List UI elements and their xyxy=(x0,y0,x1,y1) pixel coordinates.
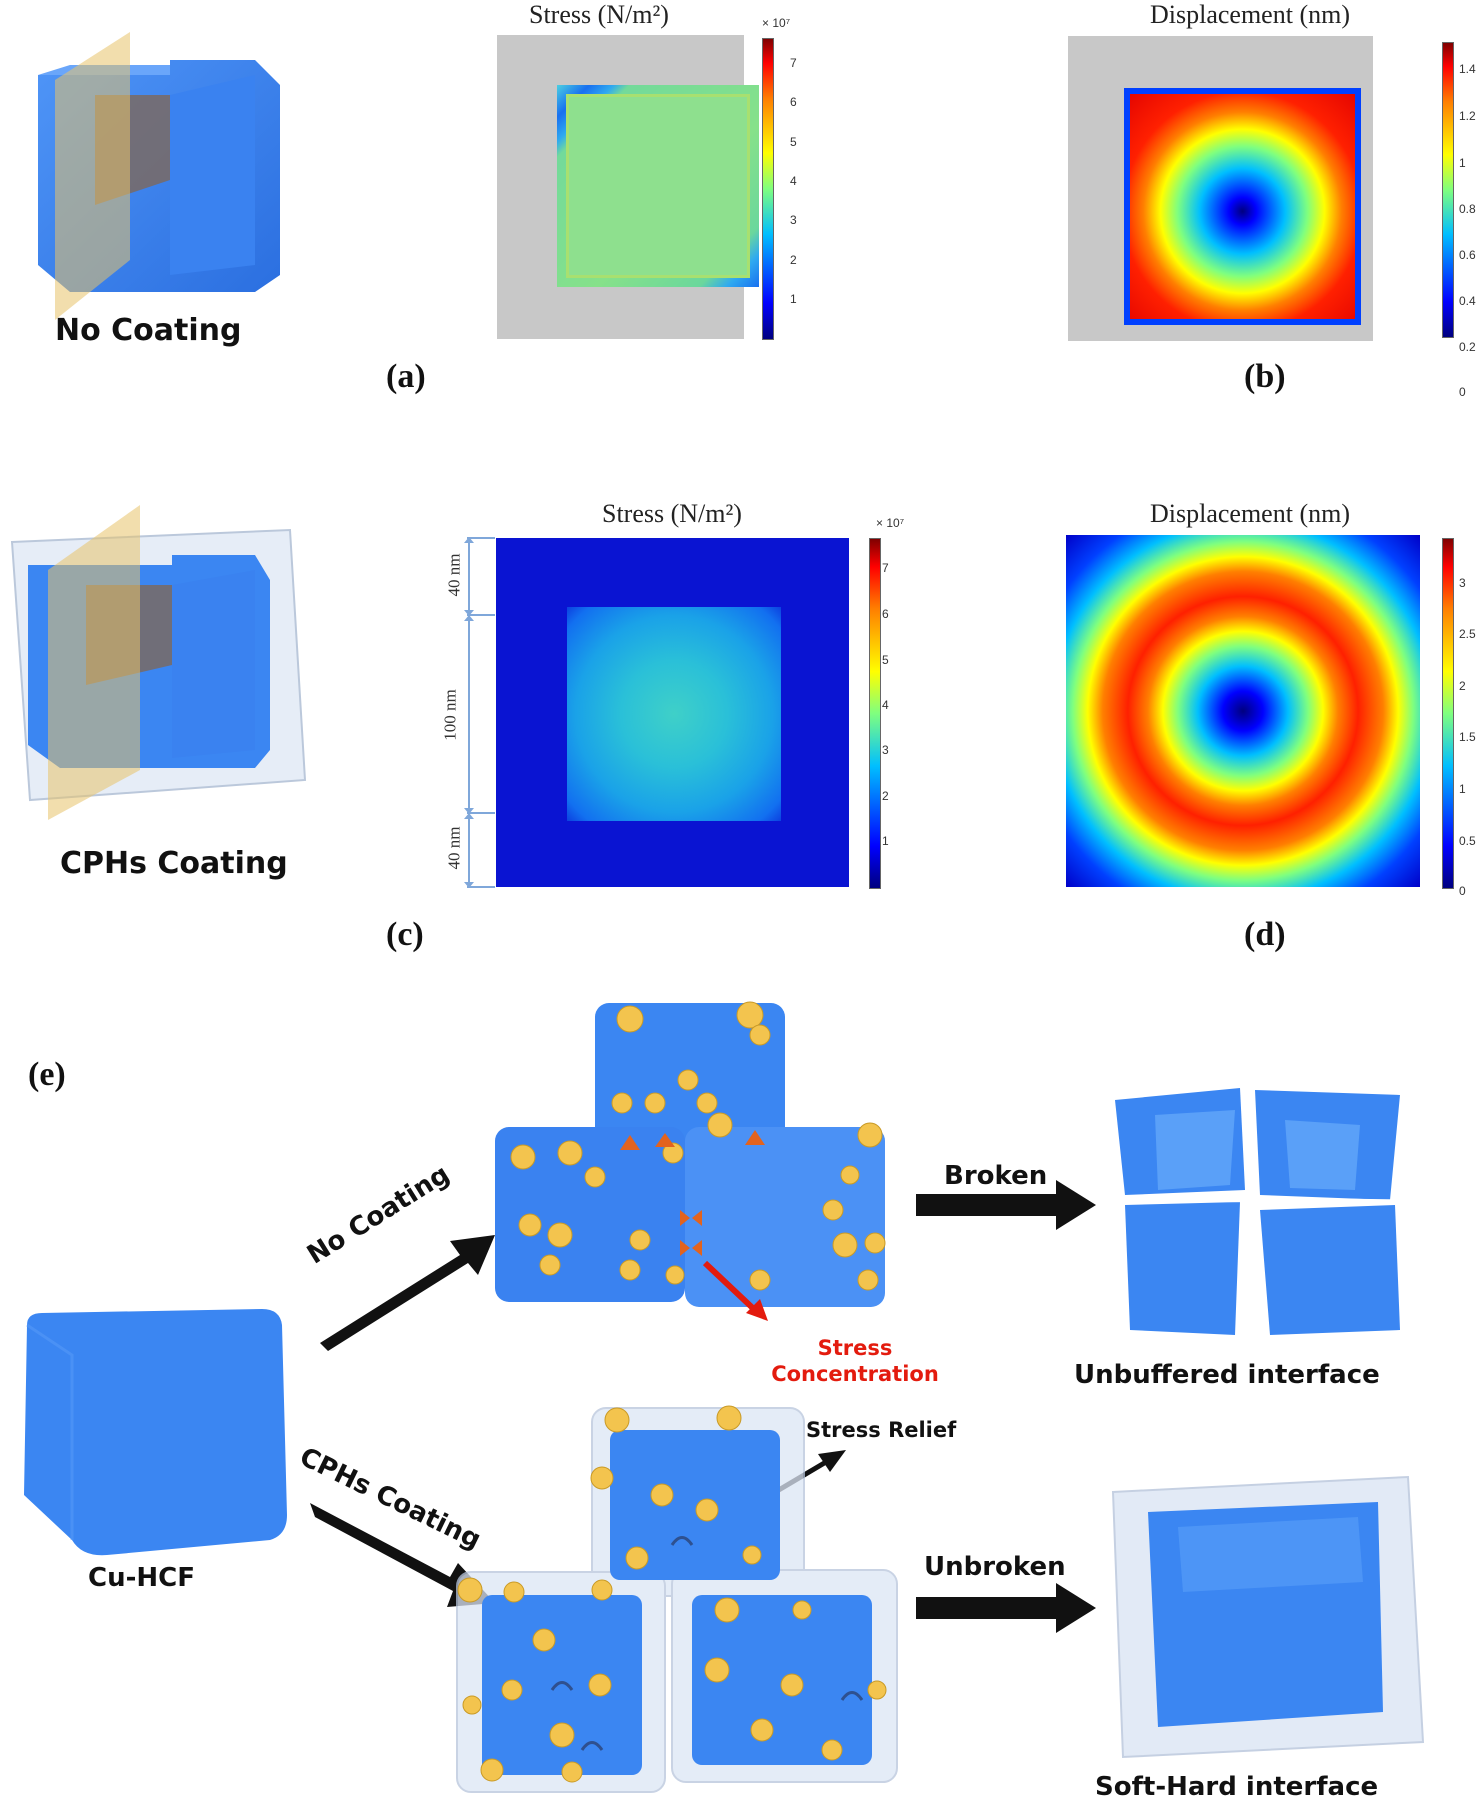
panel-c-tick: 4 xyxy=(882,698,889,712)
broken-arrow xyxy=(916,1180,1096,1230)
soft-hard-interface-label: Soft-Hard interface xyxy=(1095,1772,1379,1802)
panel-b-letter: (b) xyxy=(1244,358,1286,395)
panel-d-colorbar xyxy=(1442,538,1454,889)
panel-c-colorbar xyxy=(869,538,881,889)
panel-d-displacement-map xyxy=(1066,535,1420,887)
coated-cube-stack xyxy=(456,1405,898,1793)
unbuffered-interface-label: Unbuffered interface xyxy=(1074,1360,1380,1390)
panel-a-colorbar xyxy=(762,38,774,340)
panel-c-exponent: × 10⁷ xyxy=(876,516,905,530)
panel-e-letter: (e) xyxy=(28,1056,66,1093)
panel-b-title: Displacement (nm) xyxy=(1150,0,1350,29)
dimension-label-bottom: 40 nm xyxy=(444,826,464,870)
cphs-coating-arrow xyxy=(310,1503,495,1607)
panel-d-tick: 2.5 xyxy=(1459,627,1476,641)
dimension-label-middle: 100 nm xyxy=(440,689,460,741)
stress-concentration-label: Stress Concentration xyxy=(760,1335,950,1387)
stress-relief-label: Stress Relief xyxy=(806,1418,957,1442)
unbroken-label: Unbroken xyxy=(924,1552,1066,1582)
panel-a-exponent: × 10⁷ xyxy=(762,16,791,30)
panel-b-tick: 0.4 xyxy=(1459,294,1476,308)
panel-b-tick: 0.8 xyxy=(1459,202,1476,216)
cu-hcf-cube xyxy=(24,1309,287,1556)
panel-d-letter: (d) xyxy=(1244,916,1286,953)
panel-a-tick: 2 xyxy=(790,253,797,267)
panel-c-tick: 1 xyxy=(882,834,889,848)
panel-d-tick: 0 xyxy=(1459,884,1466,898)
panel-c-tick: 5 xyxy=(882,653,889,667)
panel-b-displacement-map xyxy=(1068,36,1373,341)
cu-hcf-label: Cu-HCF xyxy=(88,1563,195,1593)
broken-label: Broken xyxy=(944,1161,1048,1191)
unbroken-arrow xyxy=(916,1583,1096,1633)
panel-a-tick: 3 xyxy=(790,213,797,227)
no-coating-arrow xyxy=(320,1235,495,1351)
panel-a-stress-map xyxy=(497,35,759,339)
panel-d-tick: 2 xyxy=(1459,679,1466,693)
panel-d-tick: 0.5 xyxy=(1459,834,1476,848)
panel-c-tick: 6 xyxy=(882,607,889,621)
dimension-label-top: 40 nm xyxy=(444,553,464,597)
panel-d-title: Displacement (nm) xyxy=(1150,499,1350,528)
panel-c-stress-map xyxy=(496,538,849,887)
panel-b-tick: 0.2 xyxy=(1459,340,1476,354)
panel-d-tick: 1 xyxy=(1459,782,1466,796)
stress-concentration-line2: Concentration xyxy=(771,1362,939,1386)
panel-a-tick: 5 xyxy=(790,135,797,149)
panel-c-tick: 2 xyxy=(882,789,889,803)
panel-c-tick: 3 xyxy=(882,743,889,757)
panel-b-tick: 0.6 xyxy=(1459,248,1476,262)
uncoated-cube-stack xyxy=(495,1001,886,1321)
panel-a-tick: 6 xyxy=(790,95,797,109)
panel-b-colorbar xyxy=(1442,42,1454,338)
panel-a-letter: (a) xyxy=(386,358,426,395)
panel-a-tick: 7 xyxy=(790,56,797,70)
panel-b-tick: 1.2 xyxy=(1459,109,1476,123)
panel-b-tick: 1.4 xyxy=(1459,62,1476,76)
panel-b-tick: 1 xyxy=(1459,156,1466,170)
cphs-coating-cube-illustration xyxy=(10,505,307,820)
dimension-lines xyxy=(464,537,495,888)
cphs-coating-caption: CPHs Coating xyxy=(60,846,288,881)
broken-cube xyxy=(1114,1087,1406,1336)
panel-a-title: Stress (N/m²) xyxy=(529,0,669,29)
panel-a-tick: 4 xyxy=(790,174,797,188)
panel-b-tick: 0 xyxy=(1459,385,1466,399)
panel-a-tick: 1 xyxy=(790,292,797,306)
stress-concentration-line1: Stress xyxy=(817,1336,893,1360)
panel-c-letter: (c) xyxy=(386,916,424,953)
panel-c-tick: 7 xyxy=(882,561,889,575)
no-coating-caption: No Coating xyxy=(55,313,242,348)
panel-c-title: Stress (N/m²) xyxy=(602,499,742,528)
soft-hard-cube xyxy=(1111,1475,1425,1759)
panel-d-tick: 3 xyxy=(1459,576,1466,590)
panel-d-tick: 1.5 xyxy=(1459,730,1476,744)
no-coating-cube-illustration xyxy=(38,32,280,320)
